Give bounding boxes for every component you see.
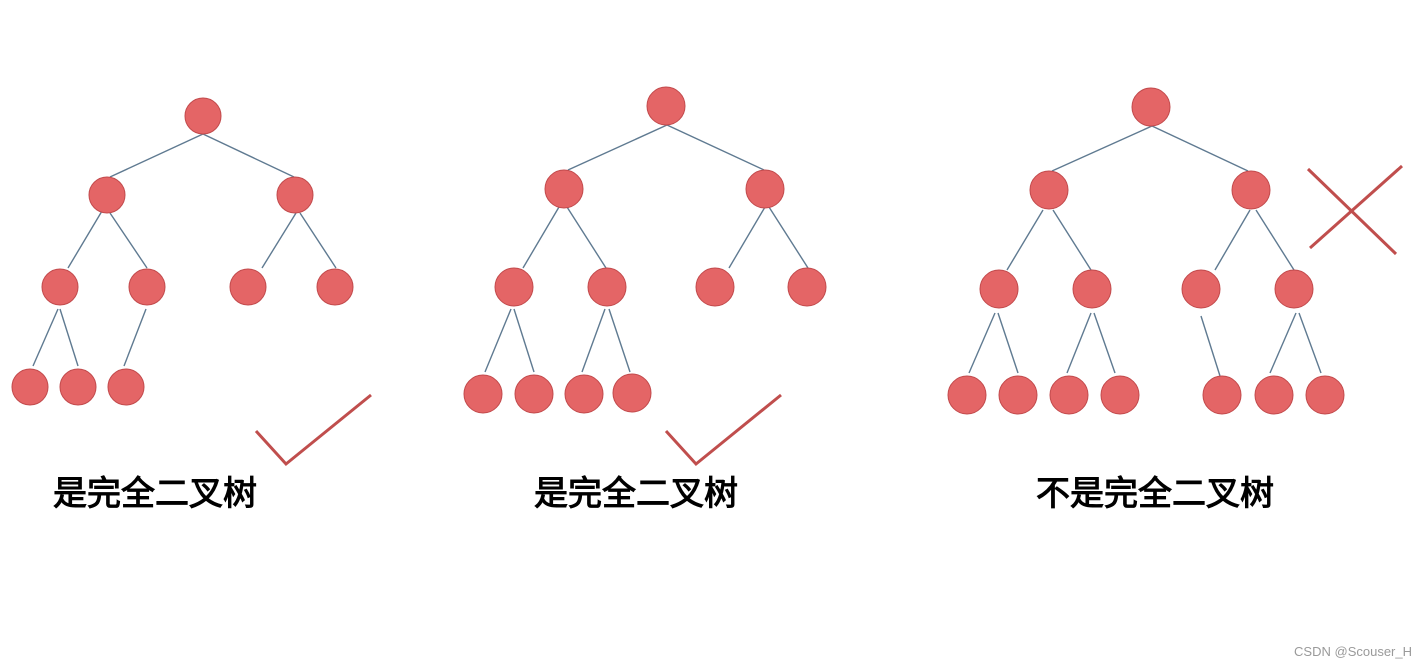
tree-node (107, 368, 145, 406)
tree-node (787, 267, 827, 307)
tree-node (587, 267, 627, 307)
tree-node (1254, 375, 1294, 415)
tree-node (612, 373, 652, 413)
tree-node (564, 374, 604, 414)
tree-node (184, 97, 222, 135)
tree-3-edges (968, 125, 1322, 377)
check-mark-icon (254, 393, 372, 467)
tree-node (128, 268, 166, 306)
tree-node (59, 368, 97, 406)
tree-node (1072, 269, 1112, 309)
tree-node (463, 374, 503, 414)
tree-node (41, 268, 79, 306)
tree-node (1100, 375, 1140, 415)
tree-node (1131, 87, 1171, 127)
tree-node (11, 368, 49, 406)
tree-2-edges (484, 124, 809, 373)
tree-2-nodes (463, 86, 827, 414)
tree-node (276, 176, 314, 214)
tree-node (998, 375, 1038, 415)
tree-1 (11, 97, 372, 467)
tree-node (229, 268, 267, 306)
tree-node (544, 169, 584, 209)
tree-3 (947, 87, 1403, 415)
tree-node (1231, 170, 1271, 210)
tree-3-nodes (947, 87, 1345, 415)
tree-node (316, 268, 354, 306)
tree-node (1181, 269, 1221, 309)
tree-node (646, 86, 686, 126)
tree-node (88, 176, 126, 214)
tree-2-caption: 是完全二叉树 (534, 474, 738, 514)
tree-node (745, 169, 785, 209)
tree-node (1029, 170, 1069, 210)
check-mark-icon (664, 393, 782, 467)
tree-node (1274, 269, 1314, 309)
tree-node (947, 375, 987, 415)
tree-1-nodes (11, 97, 354, 406)
tree-2 (463, 86, 827, 467)
tree-node (1202, 375, 1242, 415)
tree-node (695, 267, 735, 307)
tree-node (1049, 375, 1089, 415)
watermark: CSDN @Scouser_H (1294, 644, 1412, 659)
tree-node (494, 267, 534, 307)
tree-1-edges (32, 133, 337, 367)
tree-node (1305, 375, 1345, 415)
tree-1-caption: 是完全二叉树 (53, 474, 257, 514)
tree-node (979, 269, 1019, 309)
cross-mark-icon (1306, 164, 1403, 256)
tree-3-caption: 不是完全二叉树 (1036, 474, 1274, 514)
tree-node (514, 374, 554, 414)
